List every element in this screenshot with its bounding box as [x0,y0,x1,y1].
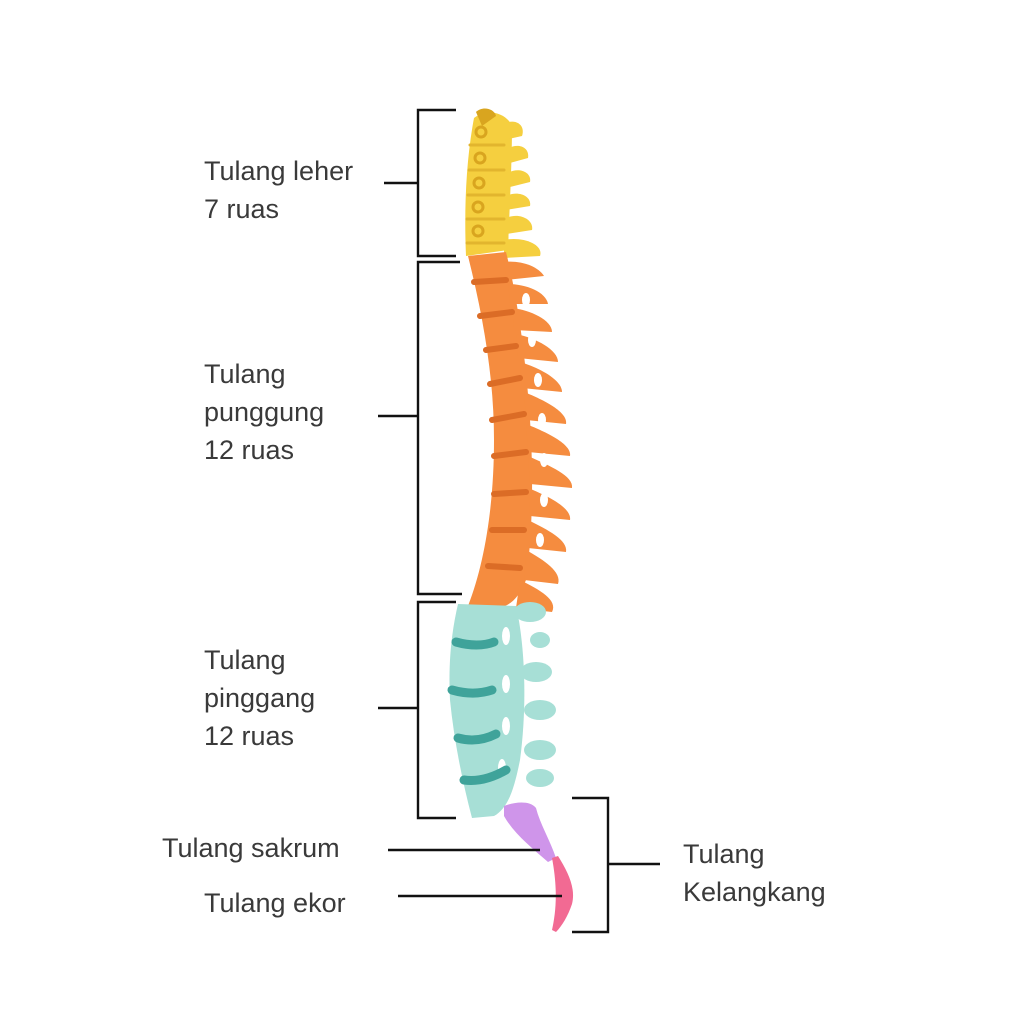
label-pelvis-line1: Tulang [683,839,765,869]
label-cervical: Tulang leher 7 ruas [204,156,353,224]
cervical-vertebrae [465,108,541,258]
label-thoracic-line2: punggung [204,397,324,427]
label-lumbar-count: 12 ruas [204,721,294,751]
label-pelvis-line2: Kelangkang [683,877,826,907]
bracket-lumbar [378,600,456,820]
label-thoracic-line1: Tulang [204,359,286,389]
label-coccyx: Tulang ekor [204,888,346,918]
label-sacrum: Tulang sakrum [162,833,340,863]
label-lumbar-line2: pinggang [204,683,315,713]
label-pelvis: Tulang Kelangkang [683,839,826,907]
bracket-pelvis [572,796,660,934]
lumbar-vertebrae [447,602,556,818]
coccyx-bone [552,856,574,932]
label-thoracic-count: 12 ruas [204,435,294,465]
label-thoracic: Tulang punggung 12 ruas [204,359,324,465]
label-cervical-count: 7 ruas [204,194,279,224]
sacrum-bone [504,802,556,862]
label-cervical-name: Tulang leher [204,156,353,186]
bracket-thoracic [378,260,462,596]
label-lumbar: Tulang pinggang 12 ruas [204,645,315,751]
bracket-cervical [384,108,456,258]
thoracic-vertebrae [468,252,573,612]
label-lumbar-line1: Tulang [204,645,286,675]
